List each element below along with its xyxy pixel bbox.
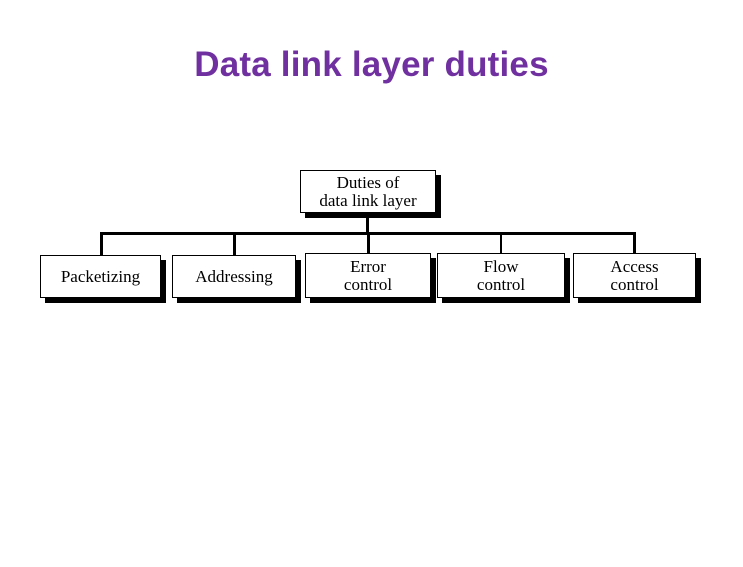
connector-root-stem (366, 212, 369, 234)
node-label-line-1: Access (610, 256, 659, 276)
diagram-node-duties-of-data-link-layer[interactable]: Duties of data link layer (300, 170, 436, 213)
node-label-line-2: control (476, 274, 526, 294)
node-label-line-1: Addressing (195, 266, 273, 286)
node-label-line-1: Packetizing (60, 266, 141, 286)
diagram-node-error-control[interactable]: Error control (305, 253, 431, 298)
slide-title: Data link layer duties (194, 45, 549, 84)
diagram-node-flow-control[interactable]: Flow control (437, 253, 565, 298)
diagram-node-addressing[interactable]: Addressing (172, 255, 296, 298)
node-label-line-2: data link layer (319, 190, 417, 210)
connector-drop-addressing (233, 232, 236, 256)
node-label-line-2: control (343, 274, 393, 294)
connector-drop-error-control (367, 232, 370, 254)
node-label-line-1: Duties of (336, 172, 400, 192)
connector-drop-access-control (633, 232, 636, 254)
diagram-node-packetizing[interactable]: Packetizing (40, 255, 161, 298)
connector-drop-flow-control (500, 232, 502, 254)
diagram-node-access-control[interactable]: Access control (573, 253, 696, 298)
connector-drop-packetizing (100, 232, 103, 256)
node-label-line-1: Error (350, 256, 386, 276)
node-label-line-2: control (610, 274, 659, 294)
node-label-line-1: Flow (483, 256, 519, 276)
